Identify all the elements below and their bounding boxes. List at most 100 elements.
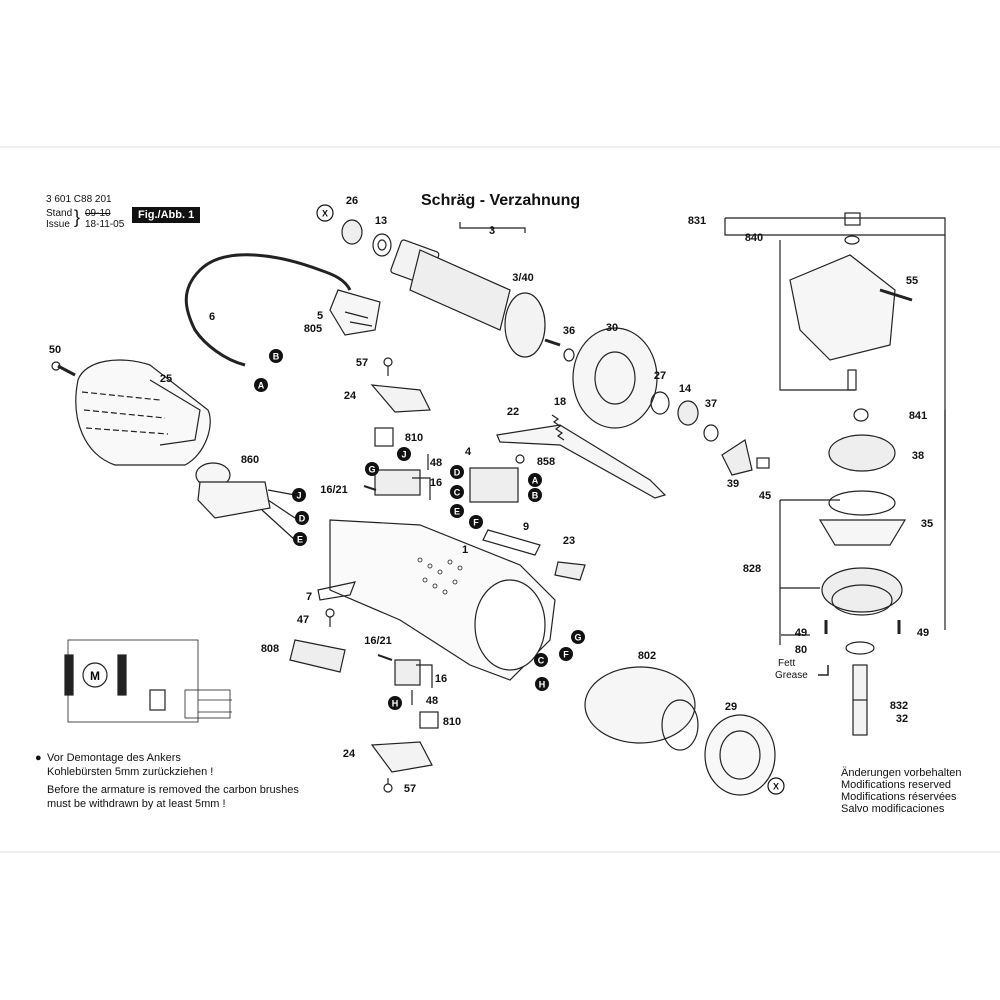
note-bullet: ●: [35, 752, 42, 764]
svg-text:D: D: [299, 514, 306, 524]
part-label-860: 860: [241, 454, 259, 466]
power-plug: [329, 289, 381, 336]
diagram-title: Schräg - Verzahnung: [421, 192, 581, 209]
grease-label-en: Grease: [775, 670, 808, 681]
nut-45: [756, 457, 770, 469]
part-label-45: 45: [759, 490, 771, 502]
screw-47: [325, 608, 335, 627]
screw-57-bottom: [383, 778, 393, 793]
carbon-brush-810-bottom: [419, 711, 439, 729]
spring-16-21-top: [363, 485, 377, 491]
connector-marker-F: F: [559, 647, 573, 661]
part-label-6: 6: [209, 311, 215, 323]
armature-3: [390, 239, 561, 358]
spring-18: [551, 414, 565, 441]
field-coil-802: [584, 666, 699, 751]
suppressor-4: [469, 467, 519, 503]
connector-marker-J: J: [397, 447, 411, 461]
svg-text:E: E: [297, 535, 303, 545]
connector-marker-E: E: [450, 504, 464, 518]
part-label-24: 24: [343, 748, 356, 760]
part-label-4: 4: [465, 446, 472, 458]
switch-slide-24-top: [370, 384, 431, 413]
connector-marker-D: D: [295, 511, 309, 525]
note-de-line1: Vor Demontage des Ankers: [47, 752, 181, 764]
sleeve-808: [289, 639, 346, 673]
part-label-32: 32: [896, 713, 908, 725]
screw-50: [51, 361, 76, 377]
svg-text:F: F: [563, 650, 569, 660]
part-label-7: 7: [306, 591, 312, 603]
issue-label: Issue: [46, 219, 70, 230]
part-label-810: 810: [405, 432, 423, 444]
svg-text:F: F: [473, 518, 479, 528]
flange-35: [818, 519, 907, 546]
note-de-line2: Kohlebürsten 5mm zurückziehen !: [47, 766, 214, 778]
screw-55: [879, 288, 913, 302]
part-label-1: 1: [462, 544, 468, 556]
grease-label-de: Fett: [778, 658, 796, 669]
svg-text:X: X: [773, 782, 779, 792]
connector-marker-D: D: [450, 465, 464, 479]
bearing-13: [372, 233, 392, 257]
part-label-18: 18: [554, 396, 566, 408]
part-label-30: 30: [606, 322, 618, 334]
bearing-flange-30: [572, 327, 658, 429]
motor-housing-1: [329, 519, 556, 681]
part-label-13: 13: [375, 215, 387, 227]
svg-text:C: C: [538, 656, 545, 666]
stand-label: Stand: [46, 208, 73, 219]
note-en-line2: must be withdrawn by at least 5mm !: [47, 798, 226, 810]
cap-23: [554, 561, 586, 581]
lock-button-840: [844, 212, 861, 226]
power-cord: [184, 253, 352, 367]
circuit-schematic: [64, 639, 232, 723]
part-label-50: 50: [49, 344, 61, 356]
connector-marker-A: A: [254, 378, 268, 392]
bracket-831: [724, 218, 945, 236]
connector-marker-H: H: [388, 696, 402, 710]
connector-marker-H: H: [535, 677, 549, 691]
part-label-831: 831: [688, 215, 706, 227]
screw-57-top: [383, 357, 393, 376]
svg-text:B: B: [532, 491, 539, 501]
cross-reference-marker-X: X: [767, 777, 785, 795]
connector-marker-J: J: [292, 488, 306, 502]
rear-housing-25: [75, 359, 211, 466]
part-label-57: 57: [404, 783, 416, 795]
part-label-36: 36: [563, 325, 575, 337]
needle-bearing-841: [853, 408, 869, 422]
connector-marker-B: B: [269, 349, 283, 363]
stand-value: 09-10: [85, 208, 111, 219]
part-label-37: 37: [705, 398, 717, 410]
part-label-840: 840: [745, 232, 763, 244]
switch-module-860: [195, 462, 296, 541]
part-label-16: 16: [435, 673, 447, 685]
svg-text:H: H: [539, 680, 546, 690]
svg-text:A: A: [532, 476, 539, 486]
figure-badge: Fig./Abb. 1: [132, 207, 201, 223]
part-label-841: 841: [909, 410, 927, 422]
svg-text:B: B: [273, 352, 280, 362]
baffle-29: [704, 714, 776, 796]
svg-text:G: G: [368, 465, 375, 475]
pinion-39: [721, 439, 753, 476]
pin-lock: [847, 369, 857, 391]
part-label-3: 3: [489, 225, 495, 237]
part-label-9: 9: [523, 521, 529, 533]
connector-marker-A: A: [528, 473, 542, 487]
washer-80: [845, 641, 875, 655]
crown-gear-38: [828, 434, 896, 472]
part-label-80: 80: [795, 644, 807, 656]
part-label-858: 858: [537, 456, 555, 468]
washer-36: [563, 348, 575, 362]
part-label-14: 14: [679, 383, 692, 395]
part-label-29: 29: [725, 701, 737, 713]
part-label-49: 49: [795, 627, 807, 639]
part-number: 3 601 C88 201: [46, 194, 112, 205]
part-label-22: 22: [507, 406, 519, 418]
connector-marker-C: C: [534, 653, 548, 667]
